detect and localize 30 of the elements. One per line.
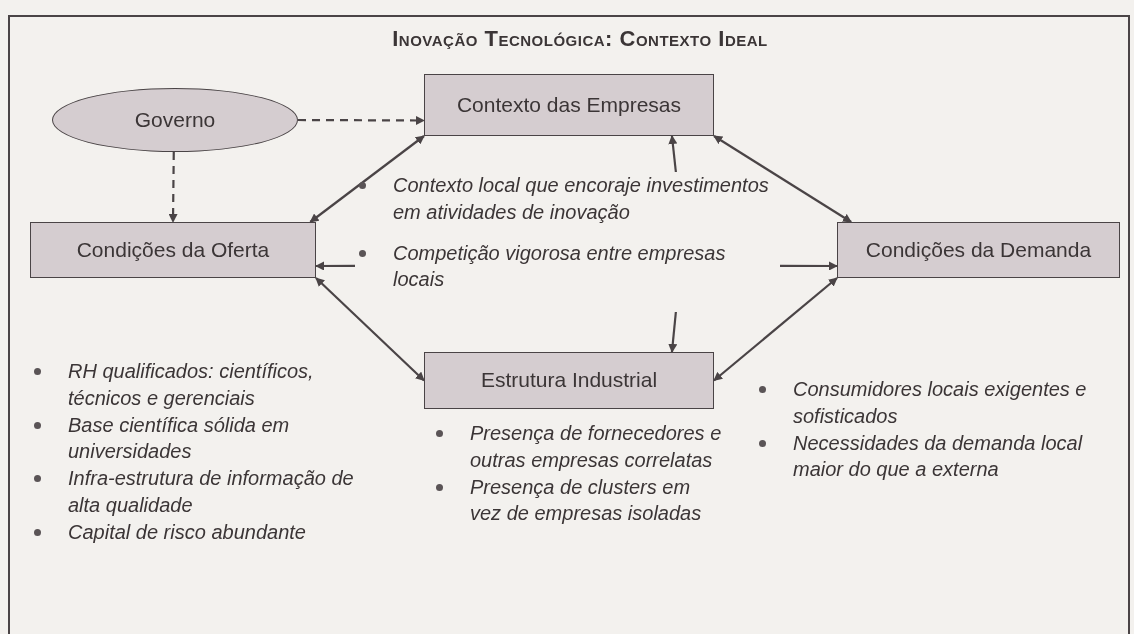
dashed-arrow: [168, 152, 178, 223]
node-label: Contexto das Empresas: [456, 91, 682, 118]
node-label: Governo: [134, 106, 216, 133]
bullet-text: Consumidores locais exigentes e sofisticados: [789, 376, 1115, 430]
double-arrow: [309, 135, 425, 223]
process-box: [837, 222, 1120, 278]
bullet-text: Presença de fornecedores e outras empresas correlatas: [466, 420, 722, 474]
bullet-text: Infra-estrutura de informação de alta qualidade: [64, 465, 375, 519]
arrow: [668, 311, 678, 353]
process-box: [424, 74, 714, 136]
arrow: [315, 261, 355, 271]
node-label: Estrutura Industrial: [480, 367, 658, 394]
dashed-arrow: [298, 115, 425, 125]
double-arrow: [713, 277, 838, 382]
bullet-text: Capital de risco abundante: [64, 518, 375, 546]
diagram-title: Inovação Tecnológica: Contexto Ideal: [391, 26, 769, 52]
bullet-text: Base científica sólida em universidades: [64, 411, 375, 466]
node-label: Condições da Demanda: [865, 236, 1092, 263]
bullet-text: RH qualificados: científicos, técnicos e gerenciais: [64, 358, 375, 412]
bullet-text: Contexto local que encoraje investimentos em atividades de inovação: [389, 172, 780, 226]
process-box: [30, 222, 316, 278]
double-arrow: [713, 135, 852, 223]
bullet-text: Presença de clusters em vez de empresas isoladas: [466, 473, 722, 528]
bullet-text: Necessidades da demanda local maior do que a externa: [789, 429, 1115, 484]
node-label: Condições da Oferta: [76, 236, 270, 263]
bullet-text: Competição vigorosa entre empresas locais: [389, 239, 780, 294]
arrow: [668, 135, 678, 173]
arrow: [780, 261, 838, 271]
process-box: [424, 352, 714, 409]
double-arrow: [315, 277, 425, 382]
